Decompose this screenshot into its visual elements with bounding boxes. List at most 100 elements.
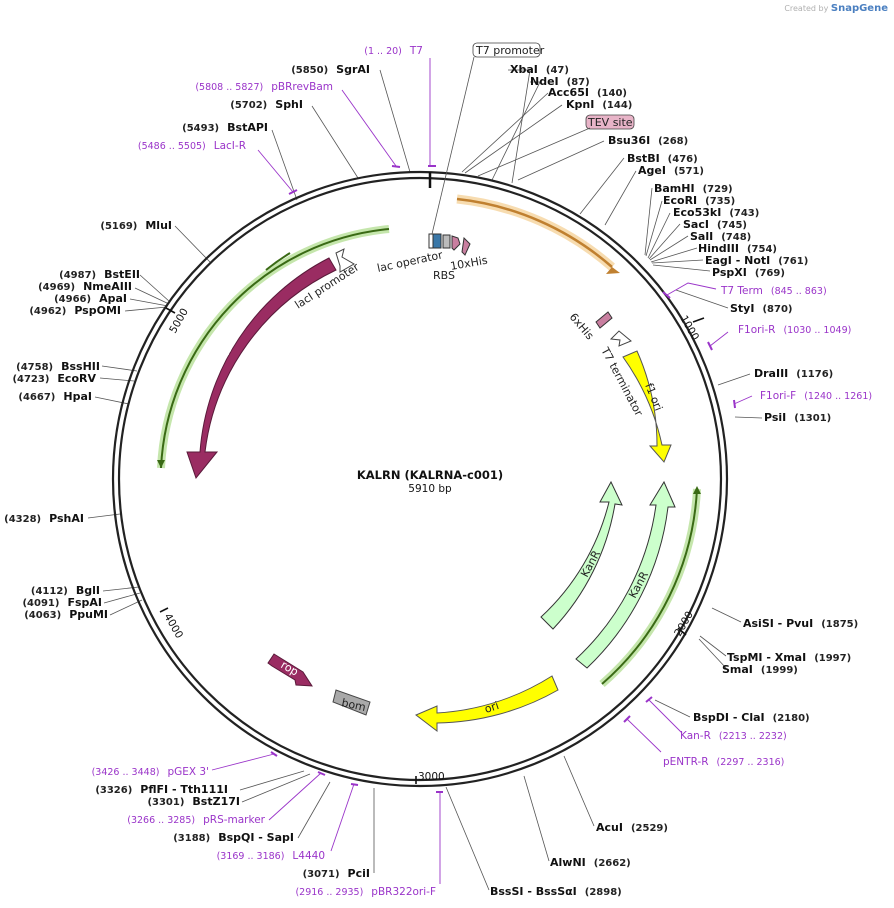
primer-label: (3169 .. 3186)L4440: [217, 850, 325, 862]
enzyme-position: (140): [597, 88, 627, 99]
primer-range: (1030 .. 1049): [783, 325, 851, 336]
enzyme-position: (5702): [230, 100, 267, 111]
kanR-feature-1: [540, 480, 623, 630]
enzyme-label: StyI(870): [730, 302, 792, 315]
primer-label: (5486 .. 5505)LacI-R: [138, 140, 246, 152]
primer-name: T7 Term: [720, 285, 763, 297]
enzyme-label: XbaI(47): [510, 63, 569, 76]
enzyme-label: PspXI (769): [712, 266, 785, 279]
tev-arrow: [451, 235, 461, 251]
enzyme-name: BspQI - SapI: [218, 831, 294, 844]
enzyme-position: (735): [705, 196, 735, 207]
enzyme-position: (2529): [631, 823, 668, 834]
primer-connectors: [211, 58, 753, 884]
enzyme-name: XbaI: [510, 63, 538, 76]
primer-name: F1ori-F: [760, 390, 796, 402]
kan-orf-glow: [599, 488, 701, 688]
lacI-promoter-orf: [265, 252, 291, 271]
enzyme-position: (2180): [773, 713, 810, 724]
enzyme-position: (268): [658, 136, 688, 147]
enzyme-position: (769): [755, 268, 785, 279]
primer-name: F1ori-R: [738, 324, 775, 336]
enzyme-name: AcuI: [596, 821, 623, 834]
enzyme-name: PshAI: [49, 512, 84, 525]
enzyme-name: PspXI: [712, 266, 747, 279]
enzyme-name: BamHI: [654, 182, 695, 195]
enzyme-position: (4063): [24, 610, 61, 621]
enzyme-label: (4969)NmeAIII: [38, 280, 132, 293]
primer-name: pBRrevBam: [271, 81, 333, 93]
credit-prefix: Created by: [784, 4, 829, 13]
orf-arrowhead: [606, 267, 620, 274]
primer-label: pENTR-R (2297 .. 2316): [663, 756, 784, 768]
enzyme-label: (4723)EcoRV: [12, 372, 96, 385]
enzyme-label: NdeI(87): [530, 75, 590, 88]
enzyme-position: (4723): [12, 374, 49, 385]
enzyme-position: (144): [602, 100, 632, 111]
primer-label: (5808 .. 5827)pBRrevBam: [195, 81, 333, 93]
enzyme-position: (761): [778, 256, 808, 267]
enzyme-name: AgeI: [638, 164, 666, 177]
enzyme-name: SmaI: [722, 663, 753, 676]
snapgene-brand: SnapGene: [830, 3, 888, 14]
primer-label: (2916 .. 2935)pBR322ori-F: [295, 886, 436, 898]
ori-feature: [415, 675, 559, 733]
lac-operator-box: [432, 233, 442, 249]
enzyme-label: (5850)SgrAI: [291, 63, 370, 76]
enzyme-label: (4328)PshAI: [4, 512, 84, 525]
enzyme-label: HindIII(754): [698, 242, 777, 255]
primer-label: (1 .. 20)T7: [364, 45, 423, 57]
enzyme-label: KpnI(144): [566, 98, 632, 111]
enzyme-label: PsiI(1301): [764, 411, 831, 424]
primer-label: Kan-R(2213 .. 2232): [680, 730, 787, 742]
enzyme-name: TspMI - XmaI: [727, 651, 806, 664]
lacI-orf-arc: [160, 228, 390, 469]
enzyme-position: (1301): [794, 413, 831, 424]
enzyme-label: SmaI(1999): [722, 663, 798, 676]
kan-orf-arrowhead: [693, 486, 701, 494]
enzyme-position: (1997): [814, 653, 851, 664]
plasmid-length: 5910 bp: [408, 483, 452, 495]
primer-name: pENTR-R: [663, 756, 709, 768]
enzyme-position: (2898): [585, 887, 622, 898]
enzyme-name: HindIII: [698, 242, 739, 255]
enzyme-position: (87): [567, 77, 590, 88]
enzyme-name: FspAI: [67, 596, 102, 609]
enzyme-label: EcoRI (735): [663, 194, 735, 207]
label-ori: ori: [483, 699, 501, 716]
enzyme-label: (3188)BspQI - SapI: [173, 831, 294, 844]
label-kanR-1: KanR: [578, 548, 603, 579]
lacI-orf-arrowhead: [157, 460, 165, 468]
enzyme-position: (4962): [29, 306, 66, 317]
enzyme-name: DraIII: [754, 367, 788, 380]
tev-site-label-box: [585, 114, 635, 130]
label-kanR-2: KanR: [626, 569, 651, 600]
enzyme-position: (5850): [291, 65, 328, 76]
enzyme-label: (4962)PspOMI: [29, 304, 121, 317]
t7-promoter-label-box: [472, 42, 541, 58]
primer-label: T7 Term(845 .. 863): [720, 285, 827, 297]
enzyme-label: (4987)BstEII: [59, 268, 140, 281]
enzyme-name: BstBI: [627, 152, 660, 165]
enzyme-name: PpuMI: [69, 608, 108, 621]
enzyme-name: EcoRI: [663, 194, 697, 207]
enzyme-label: Eco53kI(743): [673, 206, 759, 219]
enzyme-position: (4091): [22, 598, 59, 609]
enzyme-label: (5169)MluI: [100, 219, 172, 232]
orf-arc: [456, 197, 613, 268]
enzyme-position: (1875): [821, 619, 858, 630]
tick-4000: 4000: [161, 612, 185, 641]
enzyme-label: SalI(748): [690, 230, 751, 243]
enzyme-name: Acc65I: [548, 86, 589, 99]
primer-range: (2297 .. 2316): [717, 757, 785, 768]
enzyme-label: BamHI(729): [654, 182, 733, 195]
enzyme-position: (5493): [182, 123, 219, 134]
lacI-promoter-arrow: [335, 248, 355, 273]
enzyme-position: (5169): [100, 221, 137, 232]
primer-range: (1 .. 20): [364, 46, 402, 57]
enzyme-position: (2662): [594, 858, 631, 869]
primer-labels: (1 .. 20)T7 (5808 .. 5827)pBRrevBam (5486 …: [92, 45, 872, 898]
enzyme-label: AsiSI - PvuI(1875): [743, 617, 858, 630]
primer-range: (5486 .. 5505): [138, 141, 206, 152]
tev-site-connector: [477, 127, 591, 177]
